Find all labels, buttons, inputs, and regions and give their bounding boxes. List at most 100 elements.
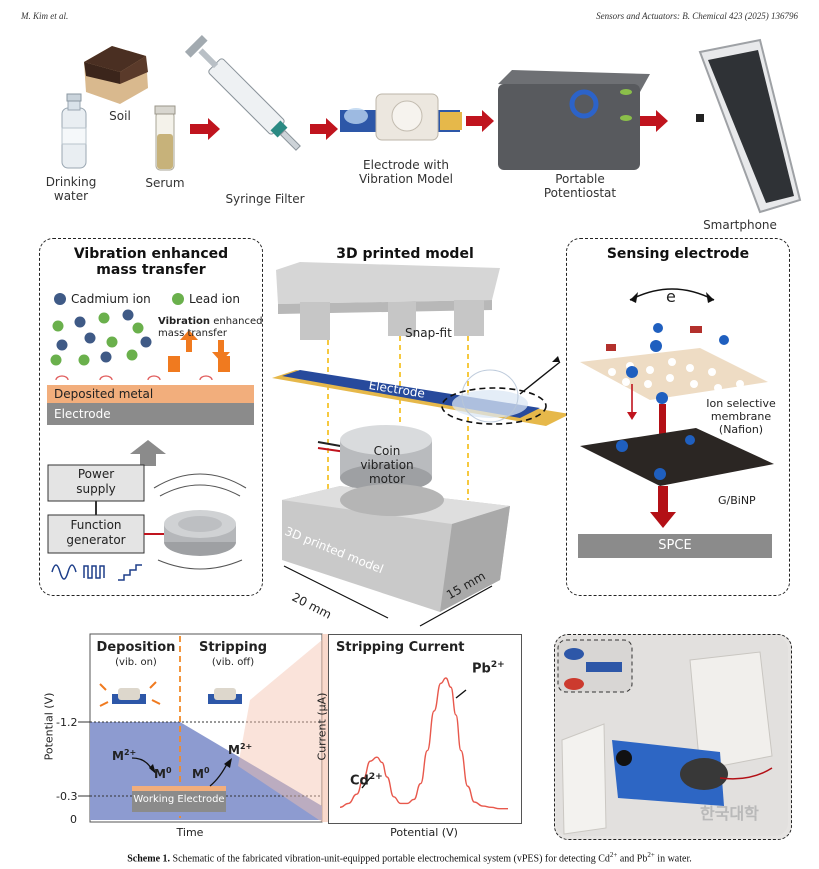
cadmium-ion-legend-icon — [54, 293, 66, 305]
vibration-wave-lines — [153, 473, 247, 570]
electrode-layer — [47, 403, 254, 425]
m-symbol: M — [154, 767, 166, 781]
device-icon-vib-off — [208, 688, 242, 704]
m2plus-left: M2+ — [112, 748, 136, 763]
label-line: membrane — [710, 410, 772, 423]
device-icon-vib-on — [99, 681, 161, 707]
caption-label: Scheme 1. — [127, 853, 171, 865]
label-line: Ion selective — [706, 397, 776, 410]
label-line: Coin — [373, 444, 401, 458]
electrode-label: Electrode — [54, 407, 111, 421]
stripping-sub: (vib. off) — [211, 657, 255, 668]
caption-mid: and Pb — [617, 853, 648, 865]
label-serum: Serum — [145, 176, 185, 190]
label-line: (Nafion) — [718, 423, 764, 436]
sensing-panel-title: Sensing electrode — [606, 246, 750, 262]
photo-watermark: 한국대학 — [700, 804, 759, 823]
workflow-arrow-2-icon — [310, 118, 338, 140]
ion-cloud — [50, 309, 152, 366]
label-syringe-filter: Syringe Filter — [225, 192, 305, 206]
smartphone-icon — [696, 38, 802, 214]
membrane-label: Ion selective membrane (Nafion) — [696, 397, 786, 436]
dimension-lines — [283, 565, 493, 627]
vibration-panel-title: Vibration enhanced mass transfer — [40, 246, 262, 278]
function-generator-box — [47, 514, 145, 554]
serum-vial-icon — [154, 105, 176, 171]
workflow-arrow-1-icon — [190, 118, 220, 140]
power-supply-box — [47, 464, 145, 502]
label-line: Power — [77, 467, 115, 481]
potentiostat-icon — [498, 70, 650, 170]
superscript: 0 — [203, 766, 210, 775]
vibration-enhanced-label: Vibration enhanced mass transfer — [158, 316, 263, 340]
workflow-illustration — [61, 34, 802, 214]
m-symbol: M — [192, 767, 204, 781]
working-electrode-label: Working Electrode — [133, 794, 225, 805]
soil-icon — [84, 46, 148, 104]
coin-motor-label: Coin vibration motor — [352, 444, 422, 486]
electrode-strip-icon — [272, 369, 570, 426]
electron-label: e — [666, 287, 676, 306]
vibration-rest: enhanced — [213, 316, 263, 327]
deposition-label: Deposition — [96, 640, 176, 655]
lead-ion-legend-icon — [172, 293, 184, 305]
label-soil: Soil — [109, 109, 131, 123]
function-generator-label: Function generator — [48, 518, 144, 548]
label-line: Portable — [555, 172, 605, 186]
label-line: Function — [70, 518, 122, 532]
caption-end: in water. — [654, 853, 692, 865]
stripping-chart-svg — [339, 677, 508, 810]
syringe-icon — [184, 34, 301, 151]
caption-text: Schematic of the fabricated vibration-un… — [170, 853, 610, 865]
tick-high: -1.2 — [56, 716, 78, 729]
printed-base-icon — [282, 484, 510, 612]
m2plus-right: M2+ — [228, 742, 252, 757]
title-line: mass transfer — [96, 262, 206, 278]
label-drinking-water: Drinking water — [36, 175, 106, 203]
stripping-current-line — [339, 677, 508, 810]
m-symbol: M — [112, 749, 124, 763]
label-smartphone: Smartphone — [703, 218, 777, 232]
superscript: 0 — [165, 766, 172, 775]
workflow-arrow-4-icon — [640, 110, 668, 132]
lead-ion-label: Lead ion — [189, 292, 240, 306]
deposited-metal-layer — [47, 385, 254, 403]
stripping-label: Stripping — [198, 640, 268, 655]
model-panel-title: 3D printed model — [336, 246, 474, 262]
label-line: Potentiostat — [543, 186, 617, 200]
tick-low: -0.3 — [56, 790, 78, 803]
superscript: 2+ — [239, 742, 253, 751]
caption-sup: 2+ — [609, 851, 618, 859]
m0-right: M0 — [192, 766, 210, 781]
deposited-metal-label: Deposited metal — [54, 387, 154, 401]
running-header-authors: M. Kim et al. — [21, 11, 69, 21]
label-line: Vibration Model — [358, 172, 453, 186]
tick-zero: 0 — [70, 813, 77, 826]
waveform-icons — [51, 564, 142, 581]
electron-arrow-icon — [629, 288, 715, 301]
title-line: Vibration enhanced — [73, 246, 229, 262]
label-line: water — [53, 189, 89, 203]
water-bottle-icon — [61, 93, 87, 169]
cadmium-ion-label: Cadmium ion — [71, 292, 151, 306]
stripping-chart-title: Stripping Current — [336, 640, 465, 655]
superscript: 2+ — [123, 748, 137, 757]
wave-marks — [55, 375, 213, 381]
cd-peak-label: Cd2+ — [350, 772, 383, 788]
label-line: Electrode with — [363, 158, 449, 172]
nafion-membrane-icon — [580, 348, 768, 400]
element-symbol: Pb — [472, 661, 491, 677]
element-symbol: Cd — [350, 773, 369, 789]
label-electrode-vibration: Electrode with Vibration Model — [340, 158, 472, 186]
superscript: 2+ — [368, 772, 383, 782]
mass-transfer-text: mass transfer — [158, 328, 227, 339]
electrode-device-icon — [340, 93, 462, 141]
superscript: 2+ — [490, 660, 505, 670]
spce-bar — [578, 534, 772, 558]
g-binp-layer-icon — [580, 428, 774, 486]
figure-caption: Scheme 1. Schematic of the fabricated vi… — [0, 851, 819, 864]
spce-label: SPCE — [658, 538, 692, 553]
caption-sup: 2+ — [647, 851, 655, 859]
